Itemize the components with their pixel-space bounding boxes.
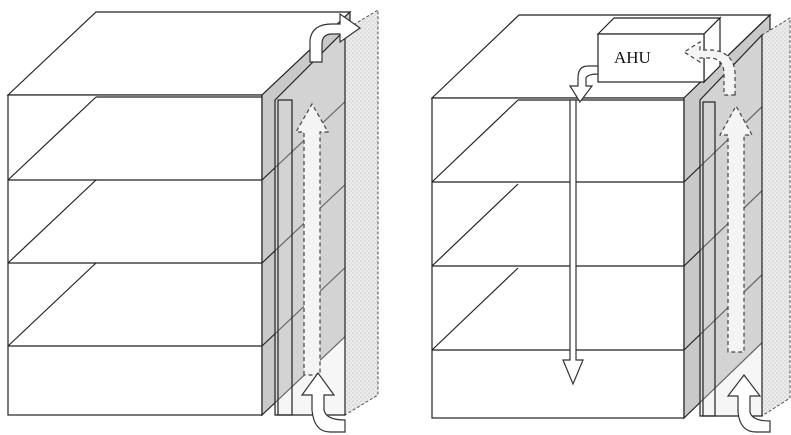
- right-glazing-panel: [761, 17, 791, 417]
- ahu-unit: AHU: [596, 16, 722, 84]
- right-shaft-floor-1: [683, 98, 771, 183]
- right-inlet-arrow: [726, 374, 771, 433]
- ahu-supply-arrow: [568, 65, 599, 104]
- right-upward-airflow-arrow: [718, 104, 754, 353]
- left-slab-diagonal-2: [7, 179, 97, 264]
- ahu-return-arrow: [682, 40, 736, 96]
- right-building: AHU: [430, 13, 791, 433]
- left-building-front: [7, 94, 263, 416]
- left-building: [6, 9, 379, 433]
- right-shaft-duct: [702, 101, 716, 417]
- ahu-label: AHU: [614, 48, 651, 67]
- ahu-box-top: [596, 17, 722, 35]
- right-building-front: [431, 97, 685, 419]
- left-inlet-arrow: [300, 371, 346, 433]
- left-upward-airflow-arrow: [294, 102, 330, 376]
- right-slab-diagonal-2: [431, 183, 519, 267]
- left-slab-diagonal-3: [7, 262, 97, 347]
- right-slab-diagonal-1: [431, 99, 519, 183]
- ahu-box-front: [597, 33, 705, 83]
- downward-supply-arrow: [562, 99, 584, 386]
- left-glazing-panel: [344, 9, 379, 416]
- left-shaft-duct: [277, 99, 293, 416]
- left-slab-diagonal-1: [7, 96, 97, 181]
- left-exhaust-arrow: [309, 12, 362, 63]
- right-shaft-floor-3: [683, 266, 771, 351]
- right-slab-diagonal-3: [431, 267, 519, 351]
- right-shaft-floor-2: [683, 182, 771, 267]
